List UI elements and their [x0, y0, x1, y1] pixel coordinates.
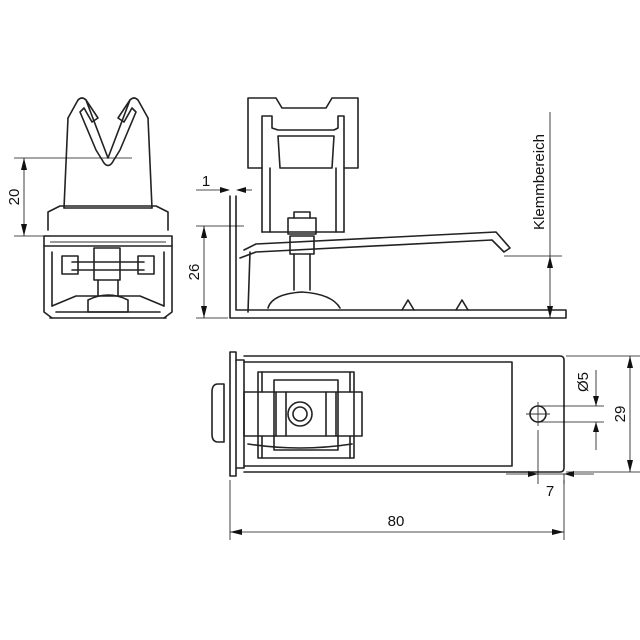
dimension-7-label: 7: [546, 483, 554, 500]
hole-diameter-label: Ø5: [575, 372, 592, 392]
front-view: 20: [6, 97, 173, 319]
top-view: Ø5 29 7 80: [211, 351, 640, 540]
dimension-29-label: 29: [612, 406, 629, 423]
dimension-1-label: 1: [202, 173, 210, 190]
dimension-80-label: 80: [388, 513, 405, 530]
side-view: 1 26 Klemmbereich: [186, 97, 567, 319]
clamp-range-label: Klemmbereich: [531, 134, 548, 230]
dimension-20-label: 20: [6, 189, 23, 206]
dimension-26-label: 26: [186, 264, 203, 281]
